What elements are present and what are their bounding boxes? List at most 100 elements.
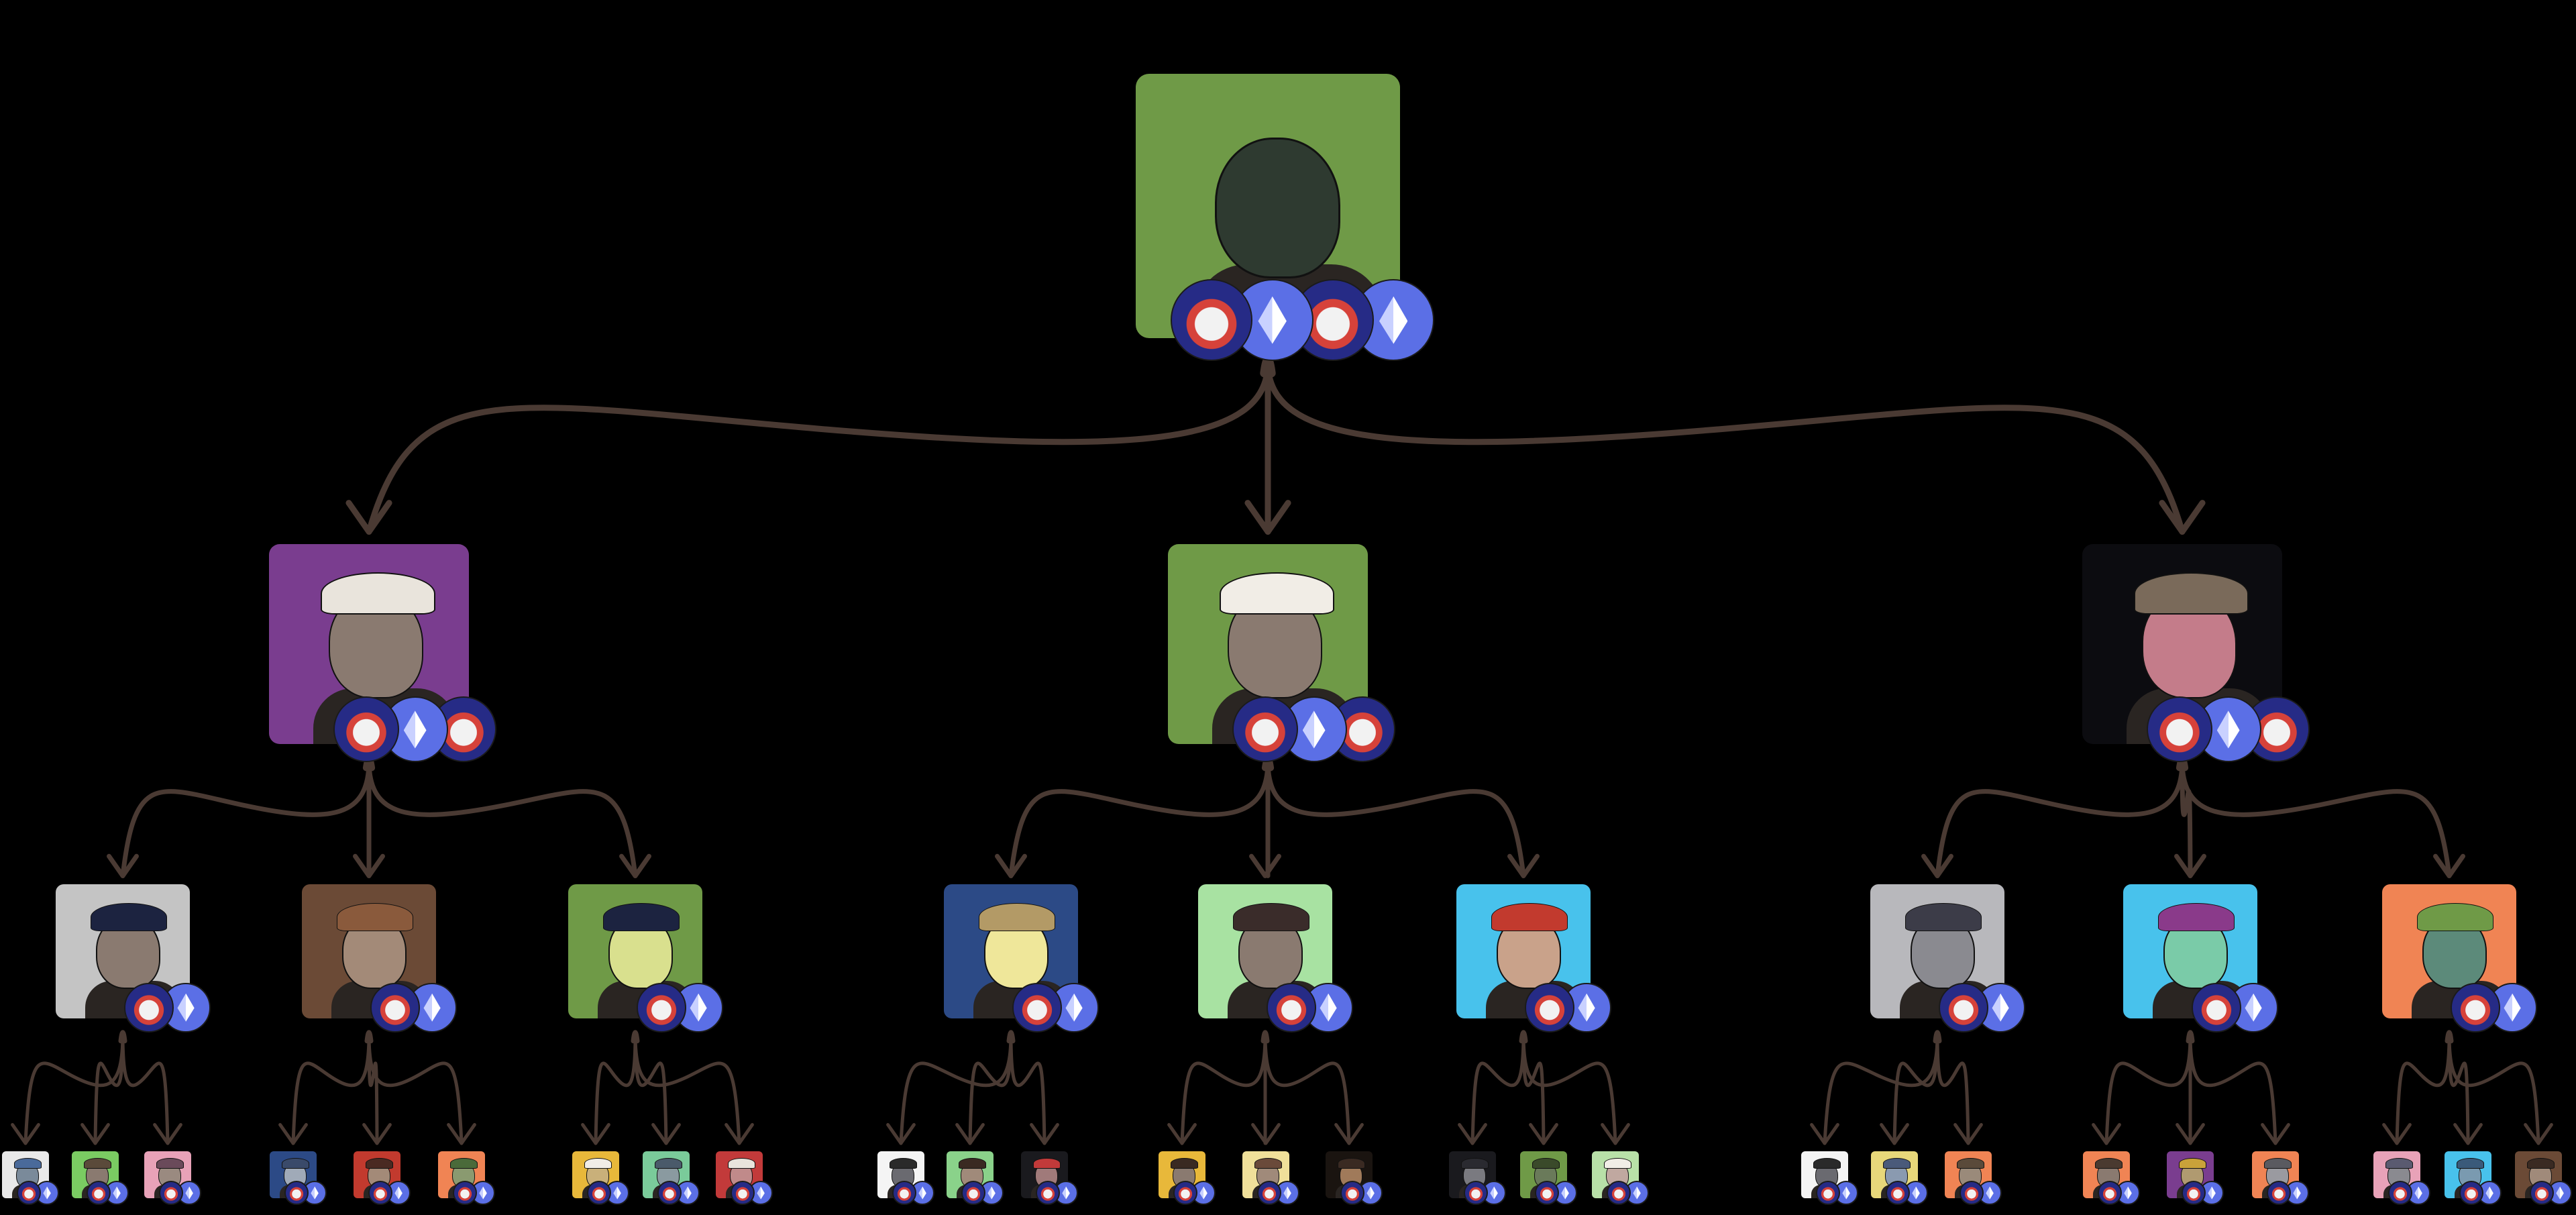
connector-l2-c3-l3-c3a [2395, 1033, 2451, 1145]
avatar-hat [979, 903, 1055, 931]
flag-token-icon [370, 982, 421, 1033]
flag-token-icon [2147, 696, 2213, 763]
avatar-hat [1233, 903, 1309, 931]
flag-token-icon [1816, 1181, 1841, 1206]
badge-group [2182, 1181, 2224, 1206]
connector-l2-b1-l3-b1c [1009, 1033, 1046, 1145]
connector-l2-a3-l3-a3c [633, 1033, 741, 1145]
badge-group [731, 1181, 773, 1206]
ethereum-icon [1275, 1181, 1300, 1206]
badge-group [1535, 1181, 1578, 1206]
badge-group [1939, 982, 2026, 1033]
arrowhead-l3-a1b [80, 1122, 110, 1145]
avatar-hat [321, 572, 436, 615]
badge-group [2098, 1181, 2141, 1206]
connector-l2-c1-l3-c1a [1823, 1033, 1939, 1145]
badge-group [1340, 1181, 1383, 1206]
badge-group [333, 696, 497, 763]
flag-token-icon [1340, 1181, 1365, 1206]
avatar-hat [2385, 1157, 2414, 1169]
arrowhead-l3-a3c [724, 1122, 754, 1145]
avatar-hat [2134, 572, 2249, 615]
ethereum-icon [1191, 1181, 1216, 1206]
ethereum-icon [2548, 1181, 2573, 1206]
avatar-hat [91, 903, 167, 931]
arrowhead-l3-c2a [2092, 1122, 2121, 1145]
connector-l2-b2-l3-b2c [1263, 1033, 1351, 1145]
arrowhead-l3-b1a [886, 1122, 916, 1145]
avatar-hat [156, 1157, 184, 1169]
arrowhead-l3-a3b [651, 1122, 681, 1145]
avatar-hat [14, 1157, 42, 1169]
arrowhead-l3-c3b [2453, 1122, 2483, 1145]
arrowhead-l3-c2b [2176, 1122, 2205, 1145]
ethereum-icon [1352, 279, 1435, 362]
flag-token-icon [1525, 982, 1575, 1033]
flag-token-icon [1171, 279, 1253, 362]
connector-l2-c1-l3-c1b [1892, 1033, 1939, 1145]
flag-token-icon [1173, 1181, 1198, 1206]
arrowhead-l3-b1c [1030, 1122, 1059, 1145]
avatar-hat [728, 1157, 756, 1169]
arrowhead-l3-b2b [1251, 1122, 1281, 1145]
badge-group [370, 982, 458, 1033]
flag-token-icon [1939, 982, 1989, 1033]
flag-token-icon [961, 1181, 986, 1206]
ethereum-icon [605, 1181, 630, 1206]
flag-token-icon [1267, 982, 1317, 1033]
badge-group [637, 982, 724, 1033]
badge-group [1232, 696, 1396, 763]
badge-group [2530, 1181, 2573, 1206]
flag-token-icon [2388, 1181, 2413, 1206]
badge-group [1816, 1181, 1859, 1206]
connector-l2-a1-l3-a1a [23, 1033, 125, 1145]
flag-token-icon [1607, 1181, 1631, 1206]
connector-root-l1-a [366, 360, 1271, 535]
badge-group [961, 1181, 1004, 1206]
connector-l2-a2-l3-a2a [291, 1033, 371, 1145]
brace-tip-l2-b2 [1260, 1030, 1270, 1044]
flag-token-icon [333, 696, 400, 763]
badge-group [17, 1181, 60, 1206]
avatar-l2-a1[interactable] [56, 884, 190, 1018]
avatar-hat [1220, 572, 1335, 615]
badge-group [1607, 1181, 1650, 1206]
flag-token-icon [2098, 1181, 2123, 1206]
connector-l2-a1-l3-a1c [121, 1033, 170, 1145]
connector-l2-a3-l3-a3b [633, 1033, 668, 1145]
arrowhead-l2-c1 [1921, 853, 1953, 878]
avatar-hat [603, 903, 680, 931]
avatar-hat [1491, 903, 1568, 931]
badge-group [1525, 982, 1612, 1033]
connector-l1-a-l2-a1 [120, 758, 372, 878]
flag-token-icon [1012, 982, 1063, 1033]
avatar-hat [959, 1157, 987, 1169]
flag-token-icon [1464, 1181, 1489, 1206]
brace-tip-l2-a3 [631, 1030, 640, 1044]
avatar-l2-c3[interactable] [2382, 884, 2516, 1018]
arrowhead-l1-c [2159, 500, 2206, 535]
avatar-hat [366, 1157, 394, 1169]
arrowhead-l2-b3 [1507, 853, 1540, 878]
arrowhead-l1-a [345, 500, 392, 535]
brace-tip-l2-a2 [364, 1030, 374, 1044]
avatar-hat [1532, 1157, 1560, 1169]
badge-group [284, 1181, 327, 1206]
flag-token-icon [2267, 1181, 2292, 1206]
connector-l2-b1-l3-b1b [968, 1033, 1013, 1145]
flag-token-icon [159, 1181, 184, 1206]
ethereum-icon [177, 1181, 202, 1206]
arrowhead-l2-b2 [1249, 853, 1281, 878]
flag-token-icon [1036, 1181, 1061, 1206]
connector-l2-b2-l3-b2a [1180, 1033, 1267, 1145]
avatar-hat [2417, 903, 2493, 931]
flag-token-icon [124, 982, 174, 1033]
brace-tip-root [1260, 355, 1276, 378]
flag-token-icon [17, 1181, 42, 1206]
avatar-hat [1254, 1157, 1283, 1169]
avatar-hat [1461, 1157, 1489, 1169]
connector-l2-a3-l3-a3a [594, 1033, 637, 1145]
connector-l1-b-l2-b3 [1265, 758, 1526, 878]
arrowhead-l1-b [1244, 500, 1291, 535]
badge-group [1012, 982, 1099, 1033]
